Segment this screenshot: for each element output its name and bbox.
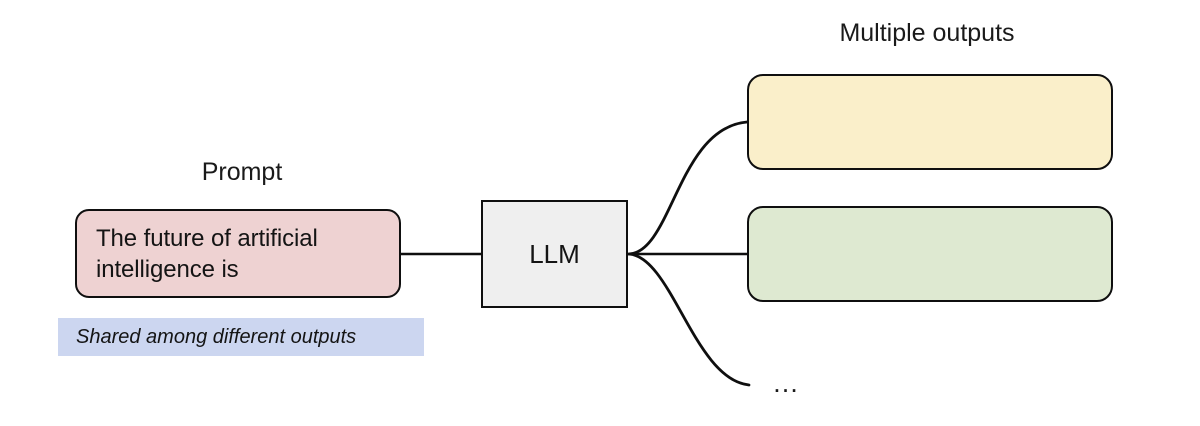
connector-llm-to-output-1 xyxy=(627,120,749,256)
shared-note-band: Shared among different outputs xyxy=(58,318,424,356)
connector-llm-to-ellipsis xyxy=(627,252,751,387)
prompt-title: Prompt xyxy=(201,158,283,186)
prompt-box-text: The future of artificial intelligence is xyxy=(96,225,318,283)
ellipsis-more-outputs: … xyxy=(772,368,800,398)
output-box-1 xyxy=(747,74,1113,170)
shared-note-text: Shared among different outputs xyxy=(76,325,357,348)
prompt-box: The future of artificial intelligence is xyxy=(75,209,401,298)
llm-box: LLM xyxy=(481,200,628,308)
output-box-2 xyxy=(747,206,1113,302)
llm-box-label: LLM xyxy=(529,238,580,269)
outputs-title: Multiple outputs xyxy=(839,19,1015,47)
